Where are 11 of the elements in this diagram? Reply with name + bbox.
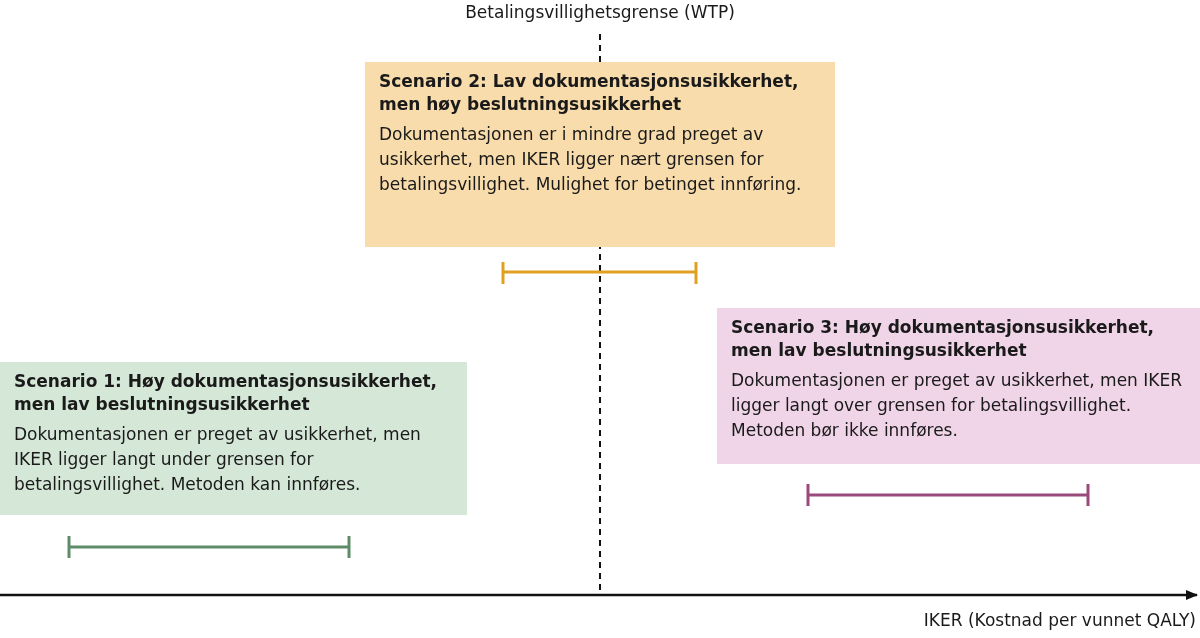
scenario-heading: Scenario 1: Høy dokumentasjonsusikkerhet, men lav beslutningsusikkerhet bbox=[14, 370, 439, 416]
scenario-box bbox=[0, 362, 467, 515]
scenario-description: Dokumentasjonen er preget av usikkerhet, men IKER ligger langt under grensen for betalingsvillighet. Metoden kan innføres. bbox=[14, 423, 422, 496]
scenario-box bbox=[365, 62, 835, 247]
axis-label: IKER (Kostnad per vunnet QALY) bbox=[923, 610, 1196, 630]
scenario-heading: Scenario 3: Høy dokumentasjonsusikkerhet, men lav beslutningsusikkerhet bbox=[731, 316, 1156, 362]
scenario-description: Dokumentasjonen er i mindre grad preget av usikkerhet, men IKER ligger nært grensen for betalingsvillighet. Mulighet for betinget innføring. bbox=[379, 123, 803, 196]
scenario-heading: Scenario 2: Lav dokumentasjonsusikkerhet, men høy beslutningsusikkerhet bbox=[379, 70, 800, 116]
threshold-label: Betalingsvillighetsgrense (WTP) bbox=[465, 2, 735, 22]
scenario-box bbox=[717, 308, 1200, 464]
scenario-description: Dokumentasjonen er preget av usikkerhet, men IKER ligger langt over grensen for betalingsvillighet. Metoden bør ikke innføres. bbox=[731, 369, 1183, 442]
